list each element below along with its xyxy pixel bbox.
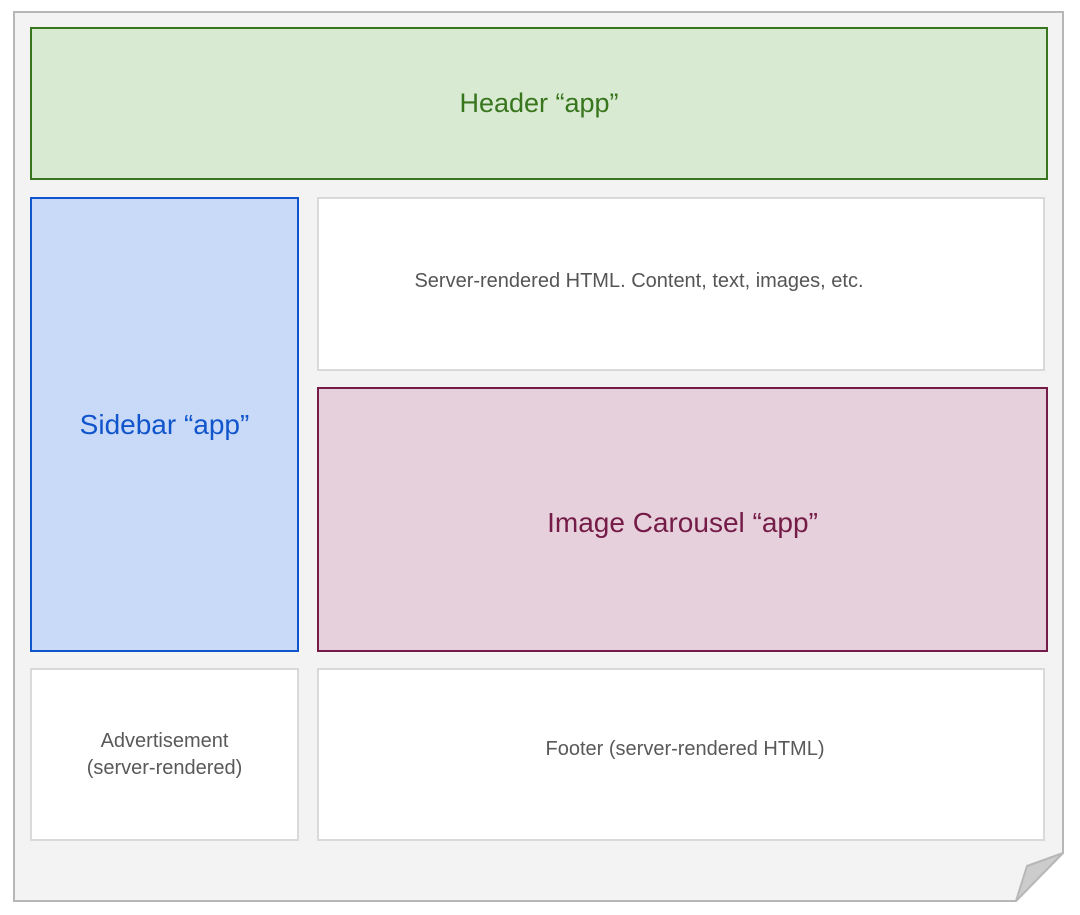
header-app-label: Header “app” [459, 88, 619, 118]
image-carousel-app-label: Image Carousel “app” [547, 506, 818, 538]
page-curl-icon [1015, 852, 1064, 902]
header-app-box: Header “app” [30, 27, 1048, 180]
advertisement-sublabel: (server-rendered) [86, 756, 243, 779]
server-rendered-content-label: Server-rendered HTML. Content, text, ima… [414, 269, 864, 292]
advertisement-label: Advertisement [100, 729, 229, 752]
server-rendered-content-box: Server-rendered HTML. Content, text, ima… [317, 197, 1045, 371]
sidebar-app-label: Sidebar “app” [79, 408, 250, 440]
advertisement-box: Advertisement (server-rendered) [30, 668, 299, 841]
footer-label: Footer (server-rendered HTML) [545, 738, 825, 760]
footer-box: Footer (server-rendered HTML) [317, 668, 1045, 841]
sidebar-app-box: Sidebar “app” [30, 197, 299, 652]
image-carousel-app-box: Image Carousel “app” [317, 387, 1048, 652]
